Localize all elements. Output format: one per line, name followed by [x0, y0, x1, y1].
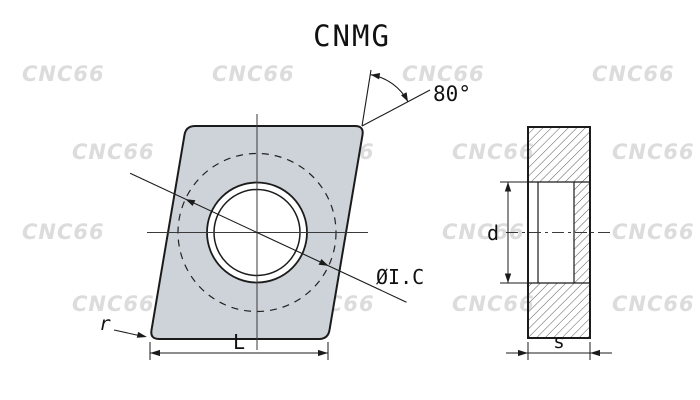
- arrowhead: [504, 273, 512, 283]
- corner-angle-annotation: 80°: [361, 69, 471, 127]
- watermark-text: CNC66: [72, 140, 155, 164]
- watermark-text: CNC66: [452, 292, 535, 316]
- front-view: ØI.C 80° L: [99, 69, 471, 360]
- watermark-text: CNC66: [212, 62, 295, 86]
- radius-leader-line: [113, 329, 141, 337]
- thickness-dimension: s: [506, 331, 612, 360]
- arrowhead: [504, 182, 512, 192]
- radius-label: r: [99, 313, 111, 335]
- arrowhead: [401, 92, 408, 102]
- side-view-outline: [527, 126, 591, 339]
- watermark-text: CNC66: [612, 220, 695, 244]
- watermark-text: CNC66: [22, 220, 105, 244]
- ic-label: ØI.C: [376, 265, 424, 289]
- watermark-text: CNC66: [452, 140, 535, 164]
- angle-arc: [370, 74, 409, 102]
- arrowhead: [150, 349, 160, 357]
- side-view-hole-lines: [528, 181, 590, 284]
- watermark-text: CNC66: [72, 292, 155, 316]
- length-dimension: L: [149, 330, 329, 360]
- angle-leader-line: [361, 89, 431, 127]
- arrowhead: [518, 349, 528, 357]
- watermark-text: CNC66: [612, 292, 695, 316]
- watermark-text: CNC66: [22, 62, 105, 86]
- length-label: L: [233, 330, 245, 354]
- arrowhead: [590, 349, 600, 357]
- watermark-text: CNC66: [592, 62, 675, 86]
- edge-extension-line: [361, 69, 372, 127]
- corner-radius-callout: r: [99, 313, 147, 338]
- watermark-text: CNC66: [402, 62, 485, 86]
- section-hatching: [528, 127, 590, 338]
- arrowhead: [185, 199, 196, 206]
- arrowhead: [318, 349, 328, 357]
- thickness-label: s: [553, 331, 564, 353]
- watermark-text: CNC66: [612, 140, 695, 164]
- arrowhead: [370, 73, 381, 80]
- side-view: d s: [487, 126, 612, 360]
- hole-diameter-label: d: [487, 221, 499, 245]
- angle-label: 80°: [433, 82, 471, 106]
- hole-diameter-dimension: d: [487, 181, 528, 284]
- page-title: CNMG: [313, 19, 391, 53]
- arrowhead: [136, 331, 147, 338]
- arrowhead: [318, 259, 329, 266]
- ic-diameter-dimension: ØI.C: [129, 172, 424, 303]
